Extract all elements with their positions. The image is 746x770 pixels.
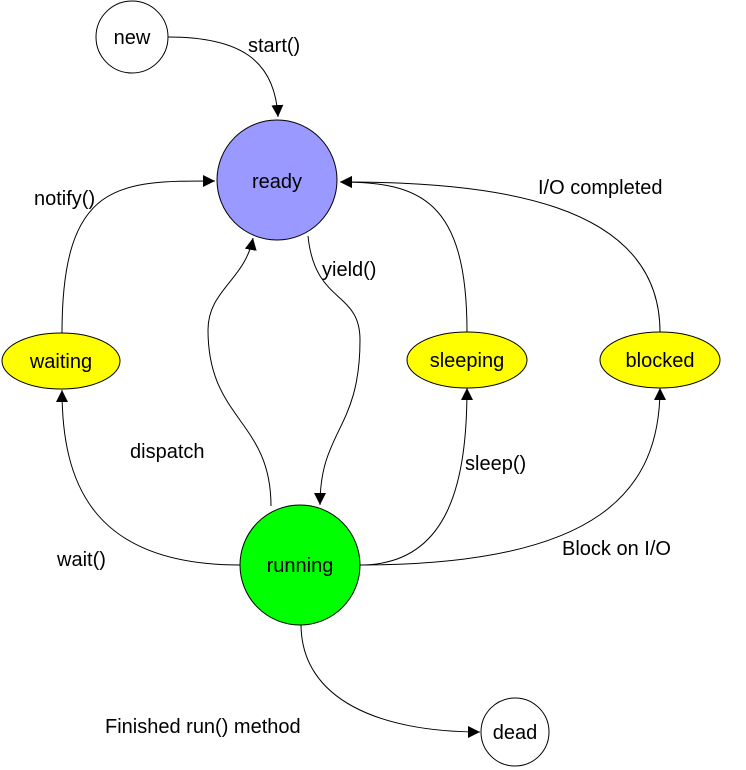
state-waiting-ellipse	[1, 332, 121, 390]
label-dispatch: dispatch	[130, 441, 205, 463]
state-new-label: new	[114, 27, 151, 49]
edge-sleeping-to-ready	[339, 176, 468, 333]
state-new: new	[95, 0, 169, 74]
state-dead: dead	[480, 697, 550, 767]
edge-running-to-blocked	[359, 387, 666, 566]
state-blocked-ellipse	[599, 331, 721, 389]
state-ready-circle	[216, 119, 338, 241]
label-sleep: sleep()	[465, 453, 526, 475]
state-dead-circle	[480, 697, 550, 767]
label-notify: notify()	[34, 188, 95, 210]
state-blocked-label: blocked	[626, 350, 695, 372]
state-running: running	[239, 504, 361, 626]
label-finished-run: Finished run() method	[105, 716, 301, 738]
edge-new-to-ready	[167, 36, 284, 118]
state-sleeping-label: sleeping	[430, 350, 505, 372]
state-waiting: waiting	[1, 332, 121, 390]
state-blocked: blocked	[599, 331, 721, 389]
label-block-on-io: Block on I/O	[562, 538, 671, 560]
label-yield: yield()	[322, 259, 376, 281]
label-start: start()	[248, 35, 300, 57]
state-dead-label: dead	[493, 722, 538, 744]
edge-running-to-sleeping	[359, 387, 473, 566]
state-waiting-label: waiting	[29, 351, 92, 373]
state-sleeping-ellipse	[406, 331, 528, 389]
edge-running-to-waiting	[56, 389, 241, 566]
edge-running-to-ready-dispatch	[207, 237, 272, 507]
state-running-circle	[239, 504, 361, 626]
state-new-circle	[95, 0, 169, 74]
label-wait: wait()	[56, 549, 106, 571]
state-ready-label: ready	[252, 171, 302, 193]
label-io-completed: I/O completed	[538, 177, 663, 199]
state-ready: ready	[216, 119, 338, 241]
state-sleeping: sleeping	[406, 331, 528, 389]
edge-blocked-to-ready	[339, 176, 661, 333]
edge-ready-to-running-yield	[307, 235, 361, 506]
state-running-label: running	[267, 555, 334, 577]
edge-running-to-dead	[300, 623, 481, 738]
edge-waiting-to-ready	[61, 174, 216, 334]
